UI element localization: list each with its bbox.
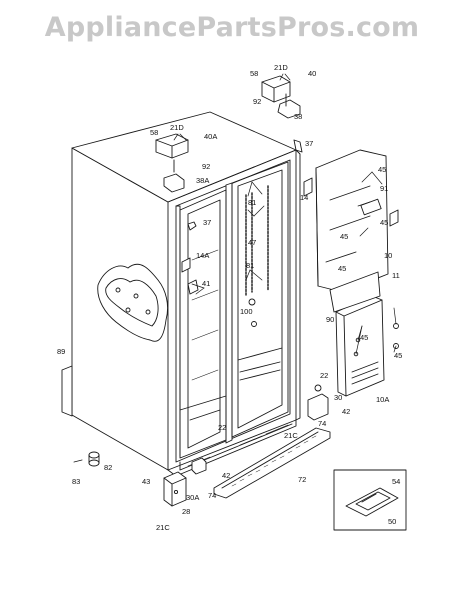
callout-label: 21C (156, 523, 170, 532)
back-cover (61, 365, 73, 417)
callout-label: 81 (248, 198, 256, 207)
callout-label: 45 (338, 264, 346, 273)
callout-label: 10 (384, 251, 392, 260)
callout-label: 21C (284, 431, 298, 440)
callout-label: 81 (246, 261, 254, 270)
side-insulation (97, 263, 169, 342)
callout-label: 72 (298, 475, 306, 484)
callout-label: 45 (340, 232, 348, 241)
callout-label: 10A (376, 395, 389, 404)
callout-label: 37 (203, 218, 211, 227)
callout-label: 45 (360, 333, 368, 342)
callout-label: 42 (342, 407, 350, 416)
callout-label: 14A (196, 251, 209, 260)
callout-label: 37 (305, 139, 313, 148)
callout-label: 22 (320, 371, 328, 380)
callout-label: 45 (394, 351, 402, 360)
panel-strip (329, 271, 381, 313)
callout-label: 42 (222, 471, 230, 480)
callout-label: 89 (57, 347, 65, 356)
callout-label: 41 (202, 279, 210, 288)
callout-label: 21D (274, 63, 288, 72)
callout-label: 92 (253, 97, 261, 106)
bottom-right-hinge (307, 384, 329, 421)
callout-label: 45 (378, 165, 386, 174)
callout-label: 58 (150, 128, 158, 137)
callout-label: 43 (142, 477, 150, 486)
callout-label: 47 (248, 238, 256, 247)
top-left-hinge (155, 133, 189, 193)
lower-panel (335, 295, 385, 397)
top-right-hinge (261, 75, 301, 119)
evaporator-cover (315, 149, 389, 293)
callout-label: 38 (294, 112, 302, 121)
callout-label: 82 (104, 463, 112, 472)
leader-lines (173, 73, 397, 355)
callout-label: 58 (250, 69, 258, 78)
callout-label: 30A (186, 493, 199, 502)
callout-label: 50 (388, 517, 396, 526)
callout-labels: 58 21D 40 92 38 37 58 21D 40A 92 38A 45 91 14 81 45 37 47… (57, 63, 402, 532)
callout-label: 100 (240, 307, 253, 316)
callout-label: 21D (170, 123, 184, 132)
kick-plate-grille (213, 427, 331, 499)
bottom-left-hinge (163, 457, 207, 507)
callout-label: 40 (308, 69, 316, 78)
callout-label: 74 (318, 419, 326, 428)
callout-label: 22 (218, 423, 226, 432)
callout-label: 14 (300, 193, 308, 202)
callout-label: 40A (204, 132, 217, 141)
inset-detail (333, 469, 407, 531)
callout-label: 74 (208, 491, 216, 500)
leveling-leg (73, 451, 100, 467)
watermark: AppliancePartsPros.com (44, 12, 420, 43)
callout-label: 45 (380, 218, 388, 227)
callout-label: 28 (182, 507, 190, 516)
callout-label: 92 (202, 162, 210, 171)
callout-label: 30 (334, 393, 342, 402)
callout-label: 11 (392, 271, 400, 280)
callout-label: 90 (326, 315, 334, 324)
callout-label: 54 (392, 477, 400, 486)
callout-label: 38A (196, 176, 209, 185)
callout-label: 83 (72, 477, 80, 486)
small-parts (181, 139, 399, 349)
callout-label: 91 (380, 184, 388, 193)
